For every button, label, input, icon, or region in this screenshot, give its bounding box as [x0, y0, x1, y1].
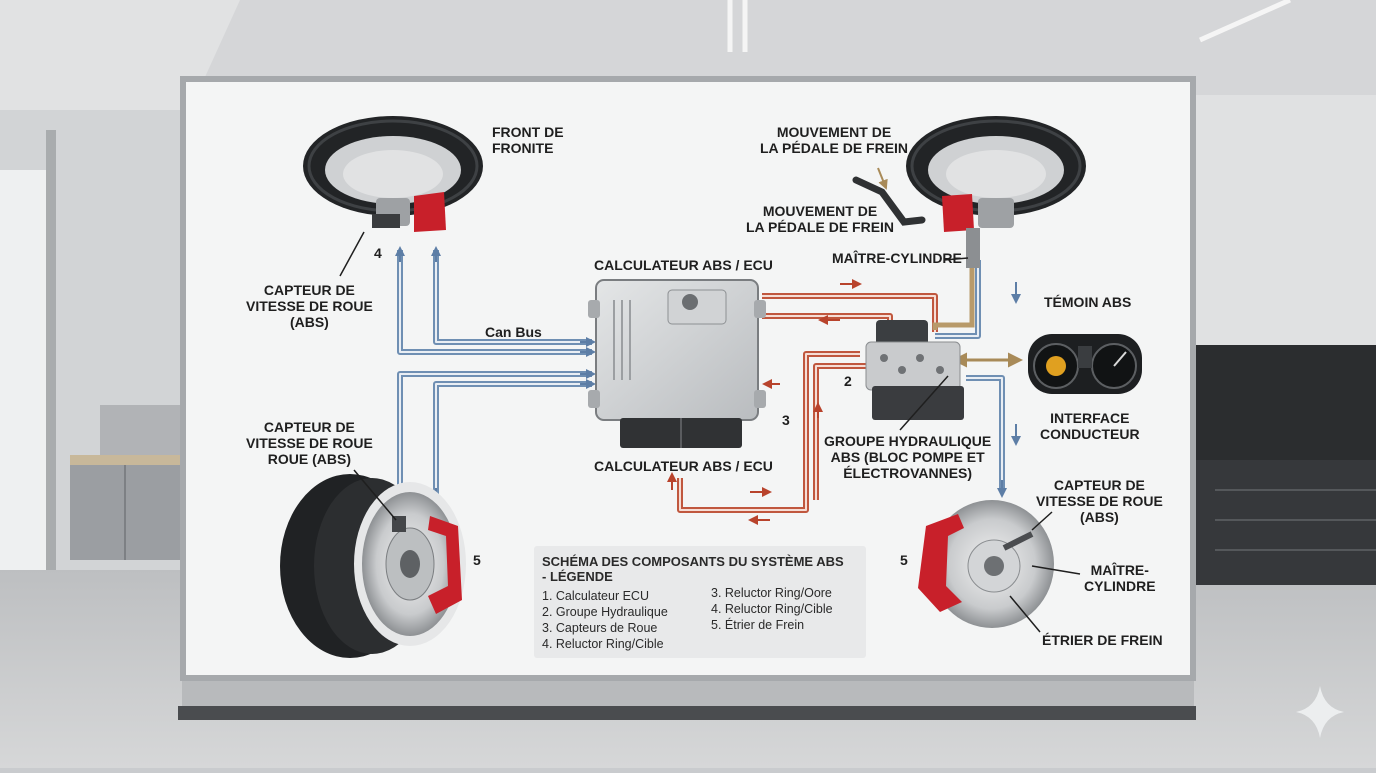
master-cylinder-right-label: MAÎTRE- CYLINDRE [1084, 562, 1156, 594]
pedal-movement-mid-label: MOUVEMENT DE LA PÉDALE DE FREIN [746, 203, 895, 235]
wheel-speed-sensor-top-left-label: CAPTEUR DE VITESSE DE ROUE (ABS) [246, 282, 373, 330]
legend-item: 3. Capteurs de Roue [542, 621, 658, 635]
legend-item: 5. Étrier de Frein [711, 618, 805, 632]
dashboard-cluster [1028, 334, 1142, 394]
number-5-right: 5 [900, 552, 908, 568]
driver-links [877, 167, 1023, 368]
leader-lines [339, 231, 969, 431]
master-cylinder-top-label: MAÎTRE-CYLINDRE [832, 250, 962, 266]
bottom-left-wheel [280, 469, 466, 658]
hydraulic-group-label: GROUPE HYDRAULIQUE ABS (BLOC POMPE ET ÉL… [824, 433, 992, 481]
can-bus-label: Can Bus [485, 324, 542, 340]
wheel-speed-sensor-right-label: CAPTEUR DE VITESSE DE ROUE (ABS) [1036, 477, 1163, 525]
legend-item: 1. Calculateur ECU [542, 589, 649, 603]
number-4: 4 [374, 245, 382, 261]
wheel-speed-sensor-mid-left-label: CAPTEUR DE VITESSE DE ROUE ROUE (ABS) [246, 419, 373, 467]
hydraulic-lines [667, 279, 938, 525]
sensor-signal-wires [395, 246, 1021, 518]
top-right-wheel [852, 116, 1086, 268]
ecu-bottom-label: CALCULATEUR ABS / ECU [594, 458, 773, 474]
top-left-wheel [303, 116, 483, 232]
abs-warning-label: TÉMOIN ABS [1044, 294, 1132, 310]
number-2: 2 [844, 373, 852, 389]
sparkle-icon [1296, 686, 1344, 738]
legend-box: SCHÉMA DES COMPOSANTS DU SYSTÈME ABS - L… [534, 546, 866, 658]
ecu-top-label: CALCULATEUR ABS / ECU [594, 257, 773, 273]
legend-item: 4. Reluctor Ring/Cible [711, 602, 833, 616]
legend-item: 4. Reluctor Ring/Cible [542, 637, 664, 651]
brake-caliper-label: ÉTRIER DE FREIN [1042, 632, 1163, 648]
hydraulic-unit [865, 320, 964, 420]
ecu-module [588, 279, 766, 448]
legend-title: SCHÉMA DES COMPOSANTS DU SYSTÈME ABS - L… [542, 554, 844, 584]
driver-interface-label: INTERFACE CONDUCTEUR [1040, 410, 1140, 442]
number-3: 3 [782, 412, 790, 428]
pedal-movement-top-label: MOUVEMENT DE LA PÉDALE DE FREIN [760, 124, 909, 156]
legend-item: 3. Reluctor Ring/Oore [711, 586, 832, 600]
front-label: FRONT DE FRONITE [492, 124, 564, 156]
bottom-right-brake [918, 500, 1081, 633]
number-5-left: 5 [473, 552, 481, 568]
legend-item: 2. Groupe Hydraulique [542, 605, 668, 619]
